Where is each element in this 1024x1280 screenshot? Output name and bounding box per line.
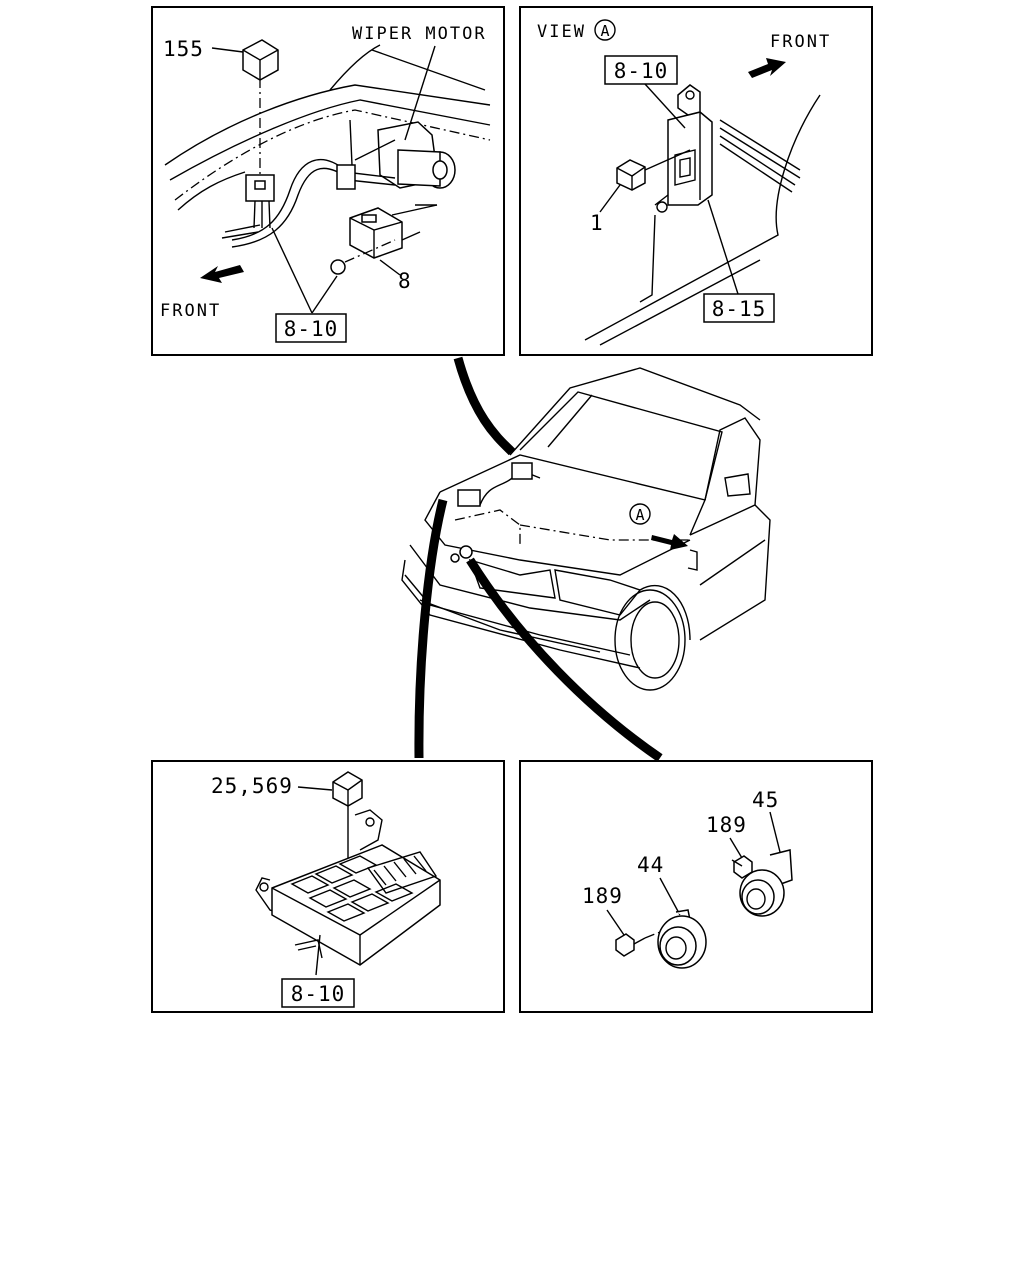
callout-8-15: 8-15 (712, 297, 767, 321)
callout-155: 155 (163, 37, 204, 61)
callout-8: 8 (398, 269, 412, 293)
front-arrow-icon (748, 58, 786, 78)
panel-view-a: VIEW A FRONT 1 8-10 8-15 (519, 6, 873, 356)
panel-relay-box: 25,569 8-10 (151, 760, 505, 1013)
callout-8-10-bottom-left: 8-10 (291, 982, 346, 1006)
callout-8-10-top-left: 8-10 (284, 317, 339, 341)
view-marker-a: A (600, 22, 609, 40)
wiper-motor-label: WIPER MOTOR (352, 24, 487, 44)
vehicle-illustration: A (401, 367, 771, 691)
panel-horns: 45 189 44 189 (519, 760, 873, 1013)
callout-1: 1 (590, 211, 604, 235)
front-label-top-right: FRONT (770, 32, 831, 52)
panel-wiper-motor: 155 WIPER MOTOR 8 FRONT 8-10 (151, 6, 505, 356)
callout-8-10-top-right: 8-10 (614, 59, 669, 83)
front-arrow-icon (200, 265, 244, 283)
arrow-icon (651, 534, 688, 550)
front-label-top-left: FRONT (160, 301, 221, 321)
callout-45: 45 (752, 788, 779, 812)
callout-25-569: 25,569 (211, 774, 293, 798)
callout-44: 44 (637, 853, 664, 877)
view-label: VIEW (537, 22, 586, 42)
leader-curves (414, 356, 663, 762)
callout-189-upper: 189 (706, 813, 747, 837)
callout-189-lower: 189 (582, 884, 623, 908)
view-marker-a-center: A (635, 506, 644, 524)
